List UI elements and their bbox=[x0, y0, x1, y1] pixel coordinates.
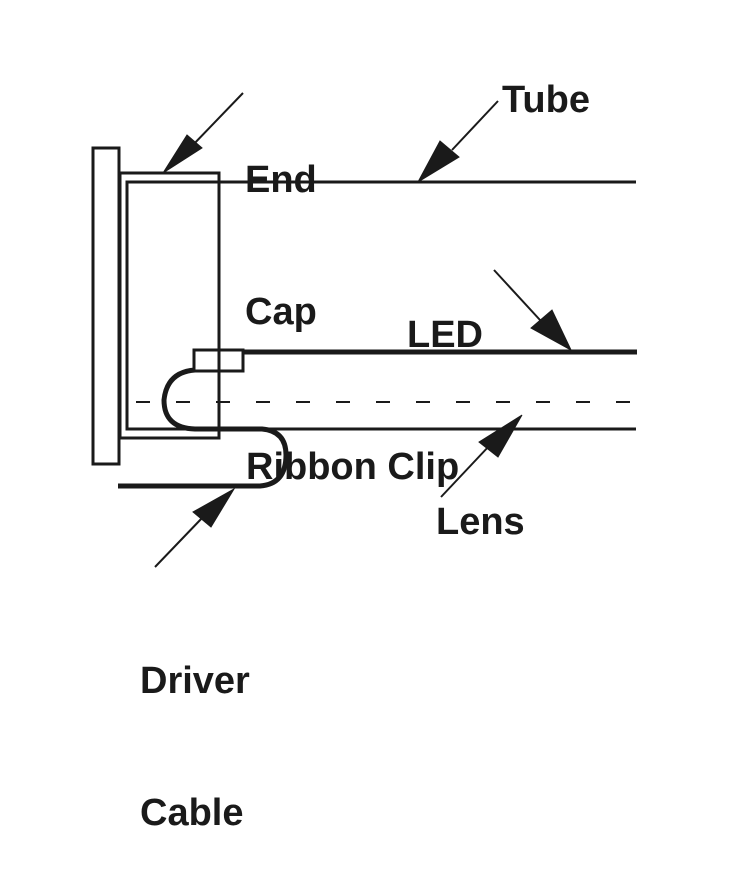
end-cap-label-line1: End bbox=[245, 159, 317, 201]
end-plate bbox=[91, 146, 121, 466]
ribbon-clip bbox=[192, 348, 245, 373]
end-cap-arrowhead bbox=[162, 134, 203, 174]
ribbon-clip-label-line2: Ribbon Clip bbox=[246, 446, 460, 488]
lens-arrow-line bbox=[440, 444, 491, 498]
end-cap-inner bbox=[125, 180, 221, 431]
driver-cable-label-line1: Driver bbox=[140, 660, 250, 702]
end-cap-arrow-line bbox=[189, 92, 244, 149]
led-tube-diagram bbox=[91, 92, 637, 568]
led-label-line1: LED bbox=[407, 314, 483, 356]
driver-cable-label-line2: Cable bbox=[140, 792, 244, 834]
tube-label: Tube bbox=[502, 79, 590, 121]
driver-cable-arrow-line bbox=[154, 516, 204, 568]
end-cap-outer bbox=[118, 171, 221, 440]
tube-arrow-line bbox=[451, 100, 499, 151]
end-cap-label: End Cap bbox=[245, 70, 317, 378]
driver-cable-arrowhead bbox=[192, 487, 236, 528]
led-clip-arrow-line bbox=[493, 269, 541, 321]
end-cap-label-line2: Cap bbox=[245, 291, 317, 333]
driver-cable bbox=[118, 367, 289, 489]
tube-arrowhead bbox=[416, 140, 460, 184]
lens-arrowhead bbox=[478, 414, 523, 458]
driver-cable-label: Driver Cable bbox=[140, 571, 250, 879]
led-clip-arrowhead bbox=[530, 309, 573, 352]
led-ribbon-clip-label: LED Ribbon Clip bbox=[246, 225, 483, 533]
lens-label: Lens bbox=[436, 501, 525, 543]
